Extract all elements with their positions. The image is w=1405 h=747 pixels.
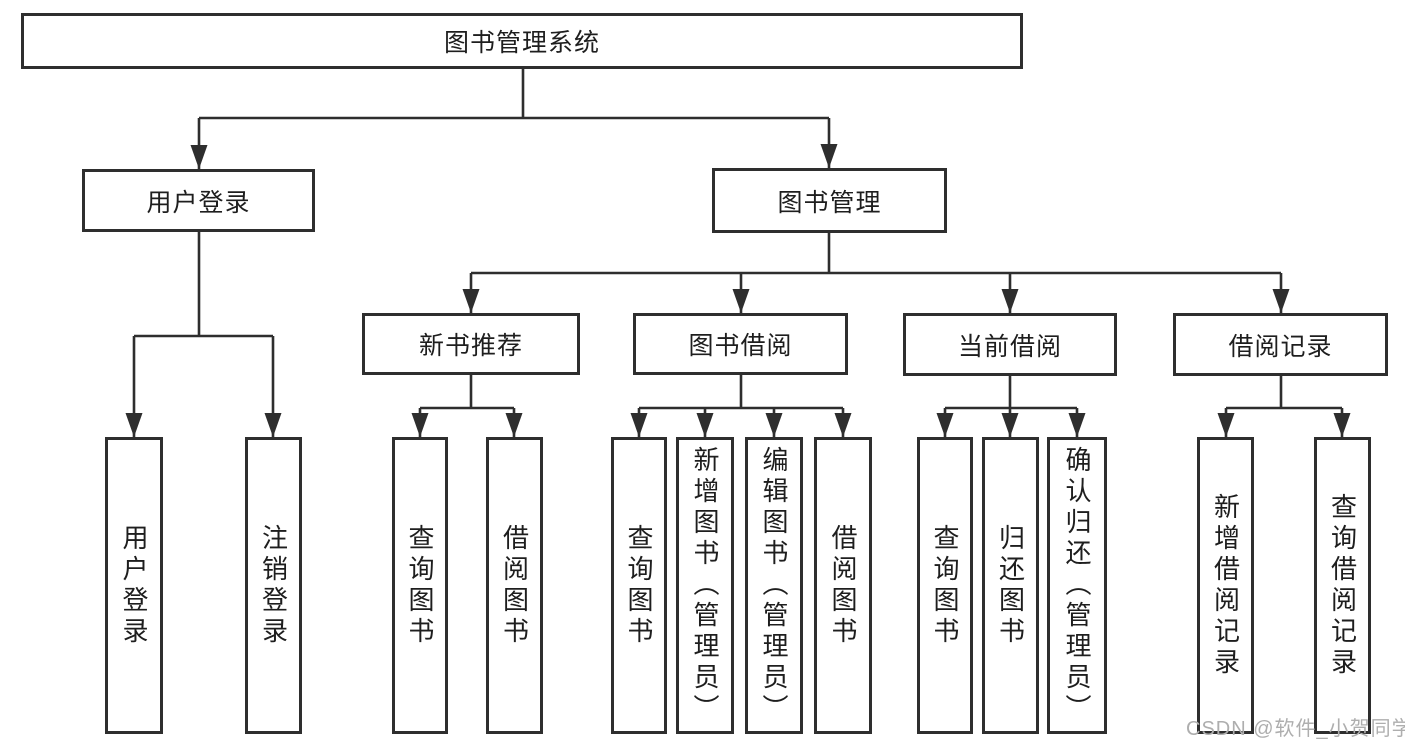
leaf-query-books: 查询图书 [917,437,973,734]
node-new-book-recommend: 新书推荐 [362,313,580,375]
node-current-borrow: 当前借阅 [903,313,1117,376]
node-label: 查询借阅记录 [1327,492,1358,679]
node-label: 新增图书（管理员） [690,446,720,725]
node-label: 用户登录 [119,523,149,648]
node-label: 图书管理 [777,188,882,217]
leaf-edit-books-admin: 编辑图书（管理员） [745,437,803,734]
node-label: 查询图书 [930,523,960,648]
leaf-query-books: 查询图书 [392,437,448,734]
node-label: 注销登录 [258,523,289,648]
leaf-logout: 注销登录 [245,437,302,734]
leaf-add-borrow-record: 新增借阅记录 [1197,437,1254,734]
leaf-borrow-books: 借阅图书 [814,437,872,734]
leaf-borrow-books: 借阅图书 [486,437,543,734]
node-label: 新书推荐 [418,332,523,360]
leaf-return-books: 归还图书 [982,437,1039,734]
leaf-query-borrow-record: 查询借阅记录 [1314,437,1371,734]
leaf-confirm-return-admin: 确认归还（管理员） [1047,437,1107,734]
node-label: 图书管理系统 [443,29,600,57]
node-label: 新增借阅记录 [1210,492,1241,679]
csdn-watermark: CSDN @软件_小贺同学 [1186,718,1405,740]
node-system-root: 图书管理系统 [21,13,1023,69]
node-label: 借阅记录 [1228,332,1333,361]
leaf-query-books: 查询图书 [611,437,667,734]
node-user-login: 用户登录 [82,169,315,232]
node-book-borrow: 图书借阅 [633,313,848,375]
leaf-add-books-admin: 新增图书（管理员） [676,437,734,734]
node-book-management: 图书管理 [712,168,947,233]
node-borrow-records: 借阅记录 [1173,313,1388,376]
node-label: 确认归还（管理员） [1062,446,1092,725]
node-label: 借阅图书 [499,523,530,648]
node-label: 借阅图书 [828,523,858,648]
node-label: 查询图书 [624,523,654,648]
node-label: 查询图书 [405,523,435,648]
leaf-user-login: 用户登录 [105,437,163,734]
node-label: 编辑图书（管理员） [759,446,789,725]
node-label: 归还图书 [995,523,1026,648]
node-label: 当前借阅 [957,332,1062,361]
node-label: 图书借阅 [688,332,793,360]
node-label: 用户登录 [146,188,251,217]
